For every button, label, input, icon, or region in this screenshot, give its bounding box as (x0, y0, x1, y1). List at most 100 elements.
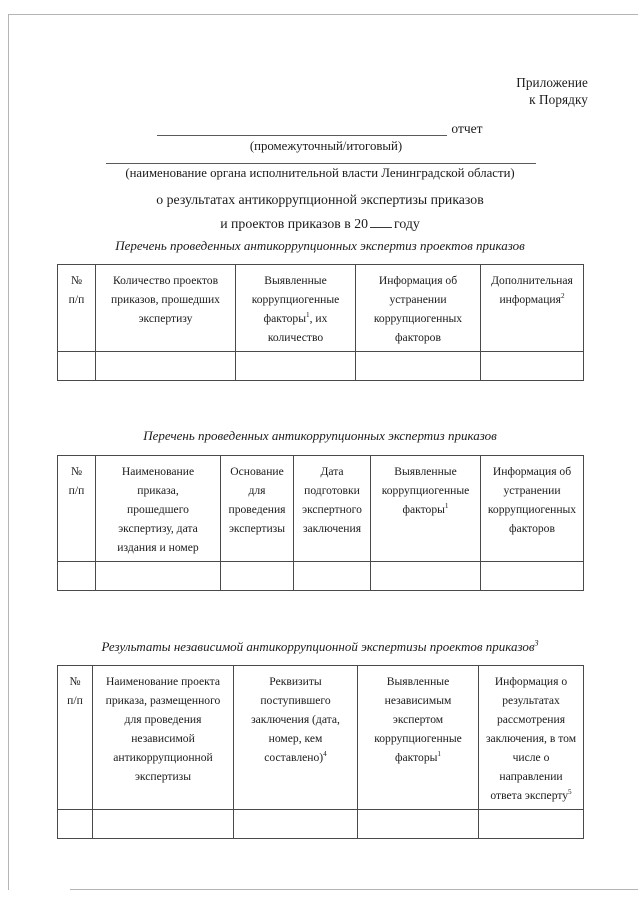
appendix-line-1: Приложение (516, 75, 588, 90)
header-line: Дополнительная (491, 274, 573, 287)
header-line: № (70, 465, 83, 478)
table-2-body-cell-1[interactable] (95, 561, 221, 591)
header-line: п/п (68, 293, 85, 306)
header-line: устранении (389, 293, 447, 306)
header-line: экспертизы (228, 522, 286, 535)
header-line: подготовки (304, 484, 360, 497)
table-3-header-cell-1: Наименование проекта приказа, размещенног… (92, 665, 234, 810)
header-line: для проведения (124, 713, 202, 726)
header-line: для (248, 484, 266, 497)
scan-edge-top (8, 14, 638, 15)
header-line: № (70, 274, 83, 287)
section-1-caption-text: Перечень проведенных антикоррупционных э… (115, 238, 525, 253)
header-line: Информация об (378, 274, 458, 287)
scan-edge-bottom (70, 889, 638, 890)
header-line: приказов, прошедших (111, 293, 220, 306)
header-line: Наименование проекта (105, 675, 221, 688)
organization-blank-rule (106, 163, 536, 164)
table-2-body-cell-0[interactable] (57, 561, 96, 591)
appendix-line-2: к Порядку (529, 92, 588, 107)
header-line: экспертизу (138, 312, 193, 325)
header-line: Информация о (494, 675, 568, 688)
table-3-body-cell-0[interactable] (57, 809, 93, 839)
section-2-caption: Перечень проведенных антикоррупционных э… (0, 428, 640, 444)
header-line: коррупциогенные (251, 293, 340, 306)
header-line: числе о направлении (499, 751, 563, 783)
header-line: независимым (384, 694, 452, 707)
header-line: заключения (302, 522, 362, 535)
table-1-body-cell-1[interactable] (95, 351, 236, 381)
table-1-body-cell-4[interactable] (480, 351, 584, 381)
report-word: отчет (451, 120, 483, 136)
report-title-line-1: о результатах антикоррупционной эксперти… (156, 192, 484, 207)
header-line: прошедшего (127, 503, 189, 516)
header-line: факторы (263, 312, 307, 325)
footnote-marker: 1 (437, 750, 442, 759)
header-line: антикоррупционной (113, 751, 213, 764)
header-line: Основание (230, 465, 284, 478)
section-2-caption-text: Перечень проведенных антикоррупционных э… (143, 428, 497, 443)
header-line: экспертом (392, 713, 444, 726)
header-line: факторы (402, 503, 445, 516)
table-3-body-cell-4[interactable] (478, 809, 584, 839)
header-line-tail: , их (309, 312, 328, 325)
scan-edge-left (8, 14, 9, 890)
header-line: факторов (395, 331, 441, 344)
table-3-body-cell-1[interactable] (92, 809, 234, 839)
report-title-row: отчет (0, 120, 640, 137)
section-1-caption: Перечень проведенных антикоррупционных э… (0, 238, 640, 254)
header-line: Наименование (121, 465, 195, 478)
header-line: коррупциогенных (373, 312, 463, 325)
footnote-marker: 2 (560, 292, 565, 301)
header-line: устранении (503, 484, 561, 497)
header-line: Количество проектов (112, 274, 219, 287)
table-2-body-cell-3[interactable] (293, 561, 371, 591)
table-2-body-cell-5[interactable] (480, 561, 584, 591)
section-3-caption: Результаты независимой антикоррупционной… (0, 639, 640, 655)
header-line: факторы (394, 751, 438, 764)
header-line: номер, кем (268, 732, 323, 745)
header-line: количество (267, 331, 324, 344)
table-row (57, 809, 584, 839)
header-line: издания и номер (117, 541, 199, 554)
table-header-row: № п/п Количество проектов приказов, прошед… (57, 264, 584, 352)
header-line: результатах (502, 694, 560, 707)
table-row (57, 561, 584, 591)
header-line: Дата (320, 465, 344, 478)
table-2-body-cell-4[interactable] (370, 561, 481, 591)
report-blank-field (157, 120, 451, 136)
footnote-marker: 1 (444, 502, 449, 511)
table-1-body-cell-3[interactable] (355, 351, 481, 381)
header-line: заключения, в том (485, 732, 577, 745)
header-line: составлено) (264, 751, 324, 764)
header-line: ответа эксперту (490, 789, 569, 802)
header-line: приказа, размещенного (105, 694, 221, 707)
table-3-body-cell-2[interactable] (233, 809, 358, 839)
header-line: заключения (дата, (251, 713, 340, 726)
table-1-header-cell-3: Информация об устранении коррупциогенных фа… (355, 264, 481, 352)
section-3-caption-text: Результаты независимой антикоррупционной… (101, 639, 535, 654)
report-subcaption: (промежуточный/итоговый) (249, 139, 403, 153)
header-line: п/п (68, 484, 85, 497)
header-line: Выявленные (394, 465, 457, 478)
table-1-body-cell-2[interactable] (235, 351, 356, 381)
header-line: экспертизу, дата (118, 522, 198, 535)
table-2-body-cell-2[interactable] (220, 561, 294, 591)
section-3-caption-footnote-marker: 3 (534, 638, 539, 648)
header-line: п/п (67, 694, 83, 707)
table-3-body-cell-3[interactable] (357, 809, 479, 839)
table-1-body-cell-0[interactable] (57, 351, 96, 381)
header-line: коррупциогенные (374, 732, 462, 745)
table-1-header-cell-1: Количество проектов приказов, прошедших эк… (95, 264, 236, 352)
